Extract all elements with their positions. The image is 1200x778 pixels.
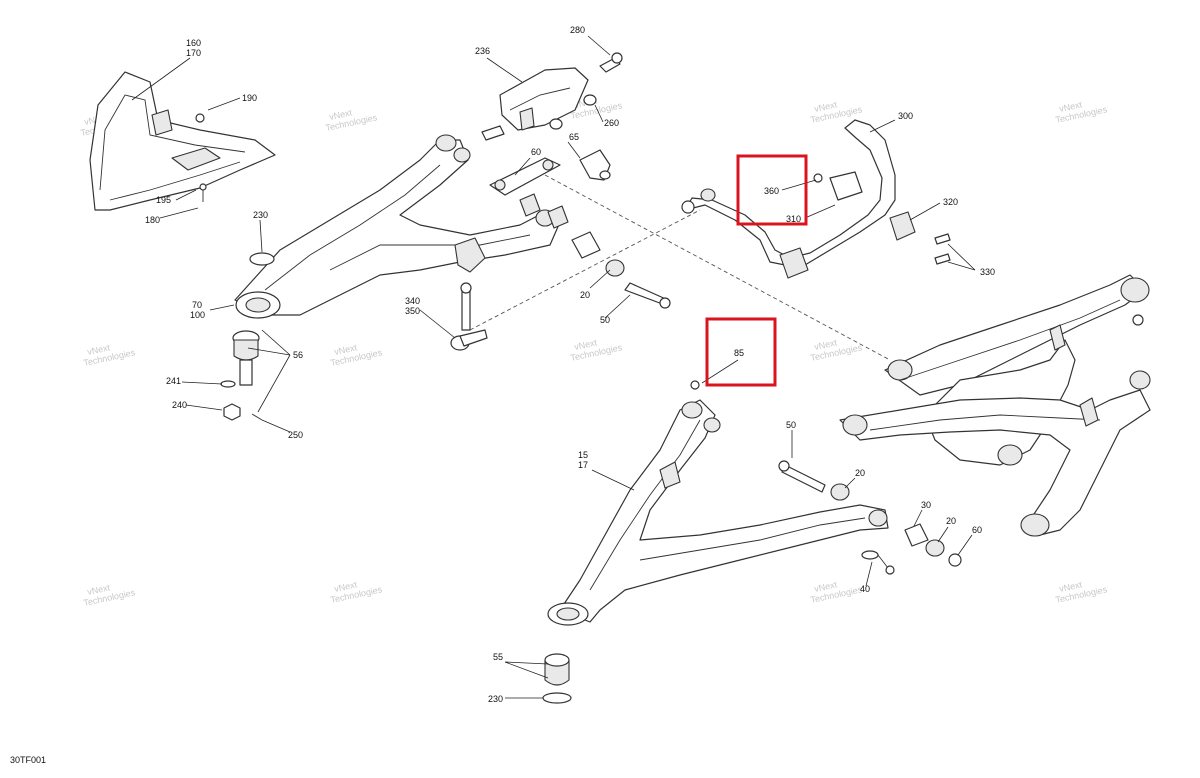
callout-230: 230	[253, 210, 268, 220]
highlight-boxes	[705, 154, 808, 387]
svg-text:vNext: vNext	[813, 579, 838, 594]
plate-part	[489, 149, 611, 229]
callout-56: 56	[293, 350, 303, 360]
lower-ball-joint-part	[542, 653, 572, 704]
svg-text:vNext: vNext	[1058, 579, 1083, 594]
svg-text:vNext: vNext	[86, 342, 111, 357]
callout-190: 190	[242, 93, 257, 103]
sway-bar-part	[681, 119, 951, 279]
callout-15: 15	[578, 450, 588, 460]
callout-160: 160	[186, 38, 201, 48]
callout-30: 30	[921, 500, 931, 510]
callout-20: 20	[580, 290, 590, 300]
svg-text:vNext: vNext	[328, 107, 353, 122]
sway-bar-link-part	[450, 282, 488, 351]
upper-ball-joint-part	[220, 252, 275, 421]
callout-340: 340	[405, 296, 420, 306]
callout-40: 40	[860, 584, 870, 594]
highlight-box-360-310	[736, 154, 808, 226]
callout-60: 60	[531, 147, 541, 157]
callout-60-right: 60	[972, 525, 982, 535]
svg-text:vNext: vNext	[333, 342, 358, 357]
leader-lines	[131, 35, 976, 699]
lower-arm-hardware-part	[778, 460, 962, 575]
callout-360: 360	[764, 186, 779, 196]
skid-plate-part	[89, 71, 276, 211]
callout-320: 320	[943, 197, 958, 207]
highlight-box-85	[705, 317, 777, 387]
svg-text:vNext: vNext	[573, 337, 598, 352]
callout-230-lower: 230	[488, 694, 503, 704]
callout-65: 65	[569, 132, 579, 142]
diagram-code: 30TF001	[10, 755, 46, 765]
callout-180: 180	[145, 215, 160, 225]
callout-85: 85	[734, 348, 744, 358]
callout-labels: 160 170 190 195 180 236 280 260 60 65 30…	[145, 25, 995, 704]
callout-195: 195	[156, 195, 171, 205]
callout-20-lower: 20	[855, 468, 865, 478]
callout-20-right: 20	[946, 516, 956, 526]
bracket-part	[481, 52, 623, 141]
callout-55: 55	[493, 652, 503, 662]
assembled-suspension-part	[839, 274, 1151, 537]
callout-280: 280	[570, 25, 585, 35]
callout-236: 236	[475, 46, 490, 56]
bushing-part	[571, 231, 671, 309]
callout-70: 70	[192, 300, 202, 310]
callout-240: 240	[172, 400, 187, 410]
callout-260: 260	[604, 118, 619, 128]
callout-350: 350	[405, 306, 420, 316]
svg-text:vNext: vNext	[333, 579, 358, 594]
callout-241: 241	[166, 376, 181, 386]
callout-310: 310	[786, 214, 801, 224]
svg-text:vNext: vNext	[1058, 99, 1083, 114]
svg-text:vNext: vNext	[86, 582, 111, 597]
callout-50: 50	[600, 315, 610, 325]
callout-330: 330	[980, 267, 995, 277]
svg-text:vNext: vNext	[813, 337, 838, 352]
upper-a-arm-part	[234, 134, 561, 319]
callout-170: 170	[186, 48, 201, 58]
callout-50-lower: 50	[786, 420, 796, 430]
callout-300: 300	[898, 111, 913, 121]
lower-a-arm-part	[547, 380, 889, 626]
callout-17: 17	[578, 460, 588, 470]
svg-text:vNext: vNext	[813, 99, 838, 114]
callout-250: 250	[288, 430, 303, 440]
callout-100: 100	[190, 310, 205, 320]
